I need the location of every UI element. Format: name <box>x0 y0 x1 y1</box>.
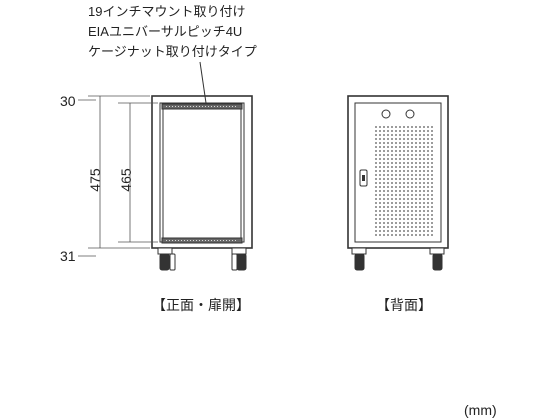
cable-port-right <box>405 109 415 119</box>
spec-line-pitch: EIAユニバーサルピッチ4U <box>88 24 243 39</box>
back-panel-frame <box>354 102 442 243</box>
caption-back-view: 【背面】 <box>376 297 432 313</box>
back-cabinet-body <box>347 95 449 249</box>
front-casters <box>157 247 247 271</box>
front-cabinet <box>151 95 253 249</box>
back-cabinet <box>347 95 449 249</box>
caption-front-view: 【正面・扉開】 <box>152 297 250 313</box>
dimension-bottom: 31 <box>60 248 76 264</box>
spec-line-mount: 19インチマウント取り付け <box>88 4 246 19</box>
front-cabinet-body <box>151 95 253 249</box>
cable-port-left <box>381 109 391 119</box>
front-inner-frame <box>159 102 245 243</box>
ventilation-perforations <box>375 126 433 236</box>
dimension-top: 30 <box>60 93 76 109</box>
spec-leader-line <box>199 61 207 104</box>
unit-label: (mm) <box>464 402 497 418</box>
spec-line-cage-nut: ケージナット取り付けタイプ <box>88 44 257 59</box>
back-casters <box>351 247 445 271</box>
dimension-lines <box>78 95 158 257</box>
